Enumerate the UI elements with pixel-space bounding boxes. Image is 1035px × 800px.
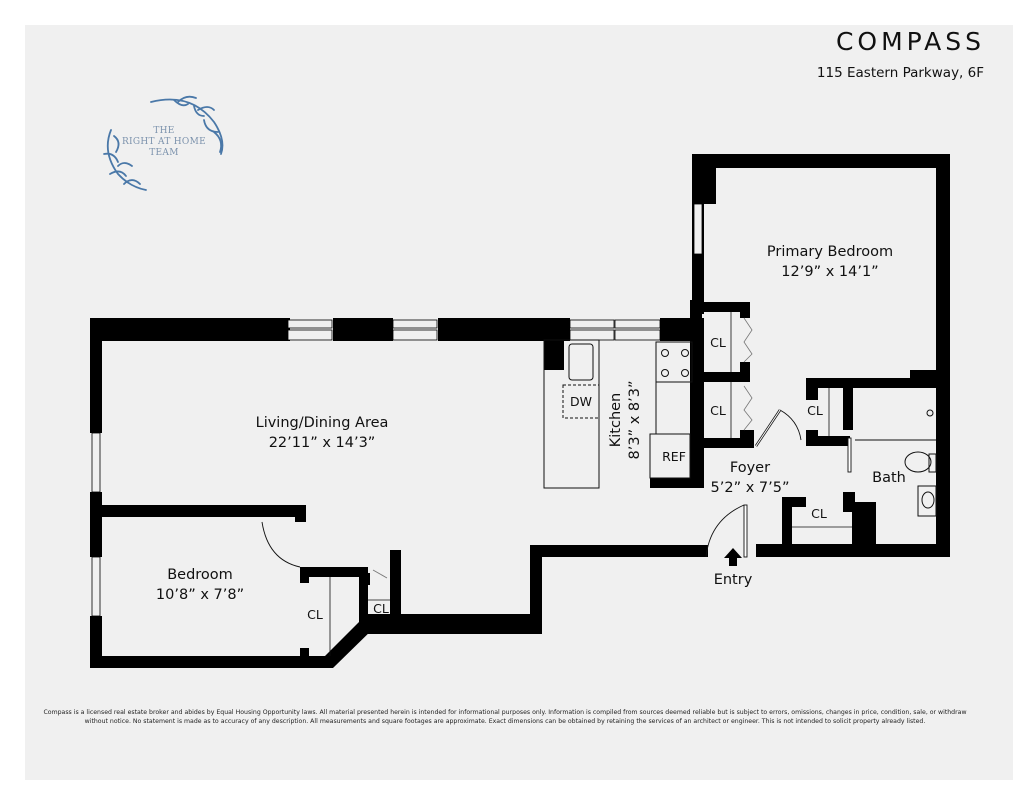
dishwasher-label: DW <box>570 394 592 409</box>
refrigerator-label: REF <box>662 449 686 464</box>
room-dims-bedroom: 10’8” x 7’8” <box>156 587 244 603</box>
doors <box>261 409 936 579</box>
room-dims-primary-bedroom: 12’9” x 14’1” <box>781 264 878 280</box>
shower-head-icon <box>926 409 934 417</box>
room-dims-foyer: 5’2” x 7’5” <box>711 480 790 496</box>
closet-label: CL <box>811 506 827 521</box>
kitchen-fixtures <box>543 339 693 489</box>
closet-label: CL <box>307 607 323 622</box>
property-address: 115 Eastern Parkway, 6F <box>816 65 984 81</box>
legal-disclaimer: Compass is a licensed real estate broker… <box>40 709 970 726</box>
brand-logo: COMPASS <box>835 27 985 56</box>
bath-fixtures <box>904 409 937 517</box>
disclaimer-line-1: Compass is a licensed real estate broker… <box>43 709 967 716</box>
logo-line-2: RIGHT AT HOME <box>121 137 207 147</box>
windows <box>91 203 703 617</box>
stove-icon <box>655 341 693 383</box>
room-name-kitchen: Kitchen <box>608 393 624 448</box>
closet-label: CL <box>373 601 389 616</box>
entry-label: Entry <box>714 572 753 588</box>
closet-label: CL <box>807 403 823 418</box>
room-dims-living-dining: 22’11” x 14’3” <box>269 435 376 451</box>
logo-line-3: TEAM <box>149 148 179 158</box>
closet-details <box>329 312 852 656</box>
disclaimer-line-2: without notice. No statement is made as … <box>84 717 926 725</box>
toilet-icon <box>904 451 932 473</box>
wreath-icon <box>103 95 224 191</box>
entry-arrow-icon <box>724 548 742 566</box>
logo-line-1: THE <box>153 126 175 136</box>
closet-label: CL <box>710 403 726 418</box>
sink-icon <box>917 485 937 517</box>
walls <box>90 154 950 668</box>
room-name-primary-bedroom: Primary Bedroom <box>767 244 893 260</box>
refrigerator-outline <box>649 433 691 479</box>
closet-label: CL <box>710 335 726 350</box>
room-name-bath: Bath <box>872 470 906 486</box>
team-logo: THE RIGHT AT HOME TEAM <box>96 92 236 202</box>
sink-icon <box>568 343 594 381</box>
dishwasher-outline <box>562 384 600 419</box>
room-name-bedroom: Bedroom <box>167 567 233 583</box>
room-name-living-dining: Living/Dining Area <box>256 415 389 431</box>
room-name-foyer: Foyer <box>730 460 770 476</box>
room-dims-kitchen: 8’3” x 8’3” <box>627 381 643 460</box>
